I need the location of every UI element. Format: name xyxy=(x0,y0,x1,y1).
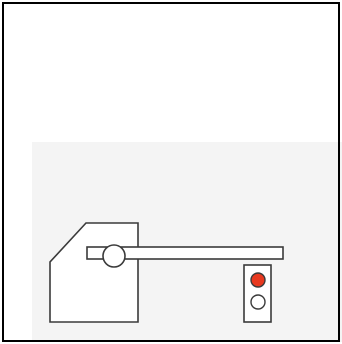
signal-light-red xyxy=(251,273,265,287)
barrier-pivot xyxy=(103,245,125,267)
signal-light-off xyxy=(251,295,265,309)
